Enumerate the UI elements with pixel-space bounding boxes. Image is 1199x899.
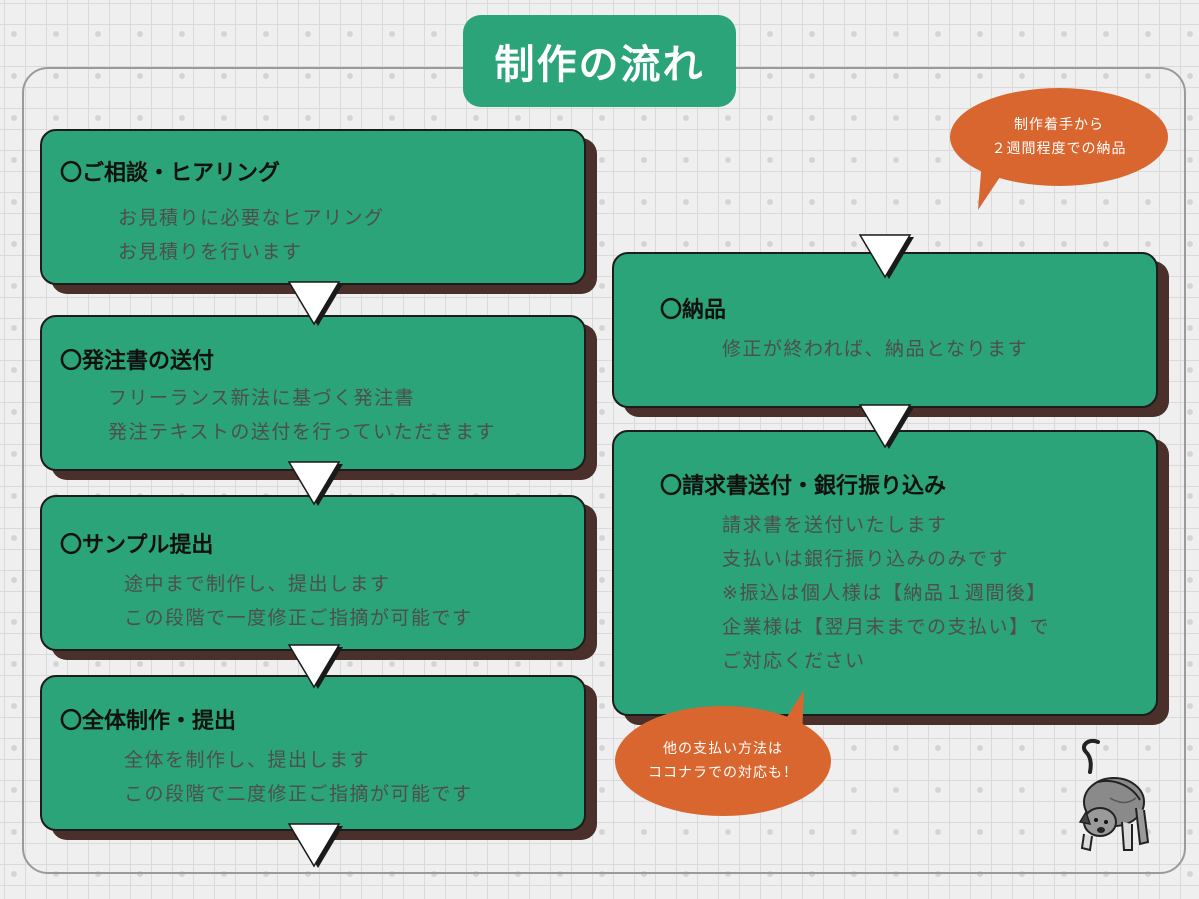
step-card-sample: 〇サンプル提出 途中まで制作し、提出します この段階で一度修正ご指摘が可能です [40, 495, 586, 651]
step-text: フリーランス新法に基づく発注書 [108, 387, 416, 409]
flow-arrow-icon [287, 823, 343, 868]
step-heading: 〇発注書の送付 [60, 349, 215, 374]
flow-arrow-icon [287, 644, 343, 689]
dog-illustration-icon [1078, 739, 1150, 852]
step-text: 修正が終われば、納品となります [722, 338, 1028, 360]
step-heading: 〇請求書送付・銀行振り込み [660, 474, 947, 499]
step-heading: 〇全体制作・提出 [60, 709, 237, 734]
step-card-consultation: 〇ご相談・ヒアリング お見積りに必要なヒアリング お見積りを行います [40, 129, 586, 285]
step-card-full-production: 〇全体制作・提出 全体を制作し、提出します この段階で二度修正ご指摘が可能です [40, 675, 586, 831]
page-title: 制作の流れ [494, 42, 705, 88]
step-text: この段階で一度修正ご指摘が可能です [124, 607, 473, 629]
flow-arrow-icon [287, 281, 343, 326]
step-card-invoice: 〇請求書送付・銀行振り込み 請求書を送付いたします 支払いは銀行振り込みのみです… [612, 430, 1158, 716]
flow-arrow-icon [858, 404, 914, 449]
bubble-text: 制作着手から [1014, 117, 1104, 133]
step-text: お見積りに必要なヒアリング [118, 207, 385, 229]
step-heading: 〇納品 [660, 298, 727, 323]
flow-arrow-icon [858, 234, 914, 279]
flow-arrow-icon [287, 461, 343, 506]
step-text: 支払いは銀行振り込みのみです [722, 548, 1010, 570]
bubble-text: 他の支払い方法は [663, 741, 783, 757]
step-text: 全体を制作し、提出します [124, 749, 371, 771]
step-text: ご対応ください [722, 650, 866, 672]
step-text: 請求書を送付いたします [722, 514, 948, 536]
step-text: 発注テキストの送付を行っていただきます [108, 421, 496, 443]
step-text: 企業様は【翌月末までの支払い】で [722, 616, 1051, 638]
step-card-order-form: 〇発注書の送付 フリーランス新法に基づく発注書 発注テキストの送付を行っていただ… [40, 315, 586, 471]
bubble-text: ココナラでの対応も！ [648, 765, 798, 781]
step-heading: 〇ご相談・ヒアリング [60, 161, 281, 186]
speech-bubble-payment: 他の支払い方法は ココナラでの対応も！ [615, 706, 831, 816]
step-heading: 〇サンプル提出 [60, 533, 214, 558]
step-text: この段階で二度修正ご指摘が可能です [124, 783, 473, 805]
step-text: お見積りを行います [118, 241, 303, 263]
bubble-text: ２週間程度での納品 [991, 141, 1127, 157]
speech-bubble-delivery-time: 制作着手から ２週間程度での納品 [950, 88, 1168, 186]
step-text: 途中まで制作し、提出します [124, 573, 391, 595]
title-banner: 制作の流れ [463, 15, 736, 107]
step-text: ※振込は個人様は【納品１週間後】 [722, 582, 1047, 604]
